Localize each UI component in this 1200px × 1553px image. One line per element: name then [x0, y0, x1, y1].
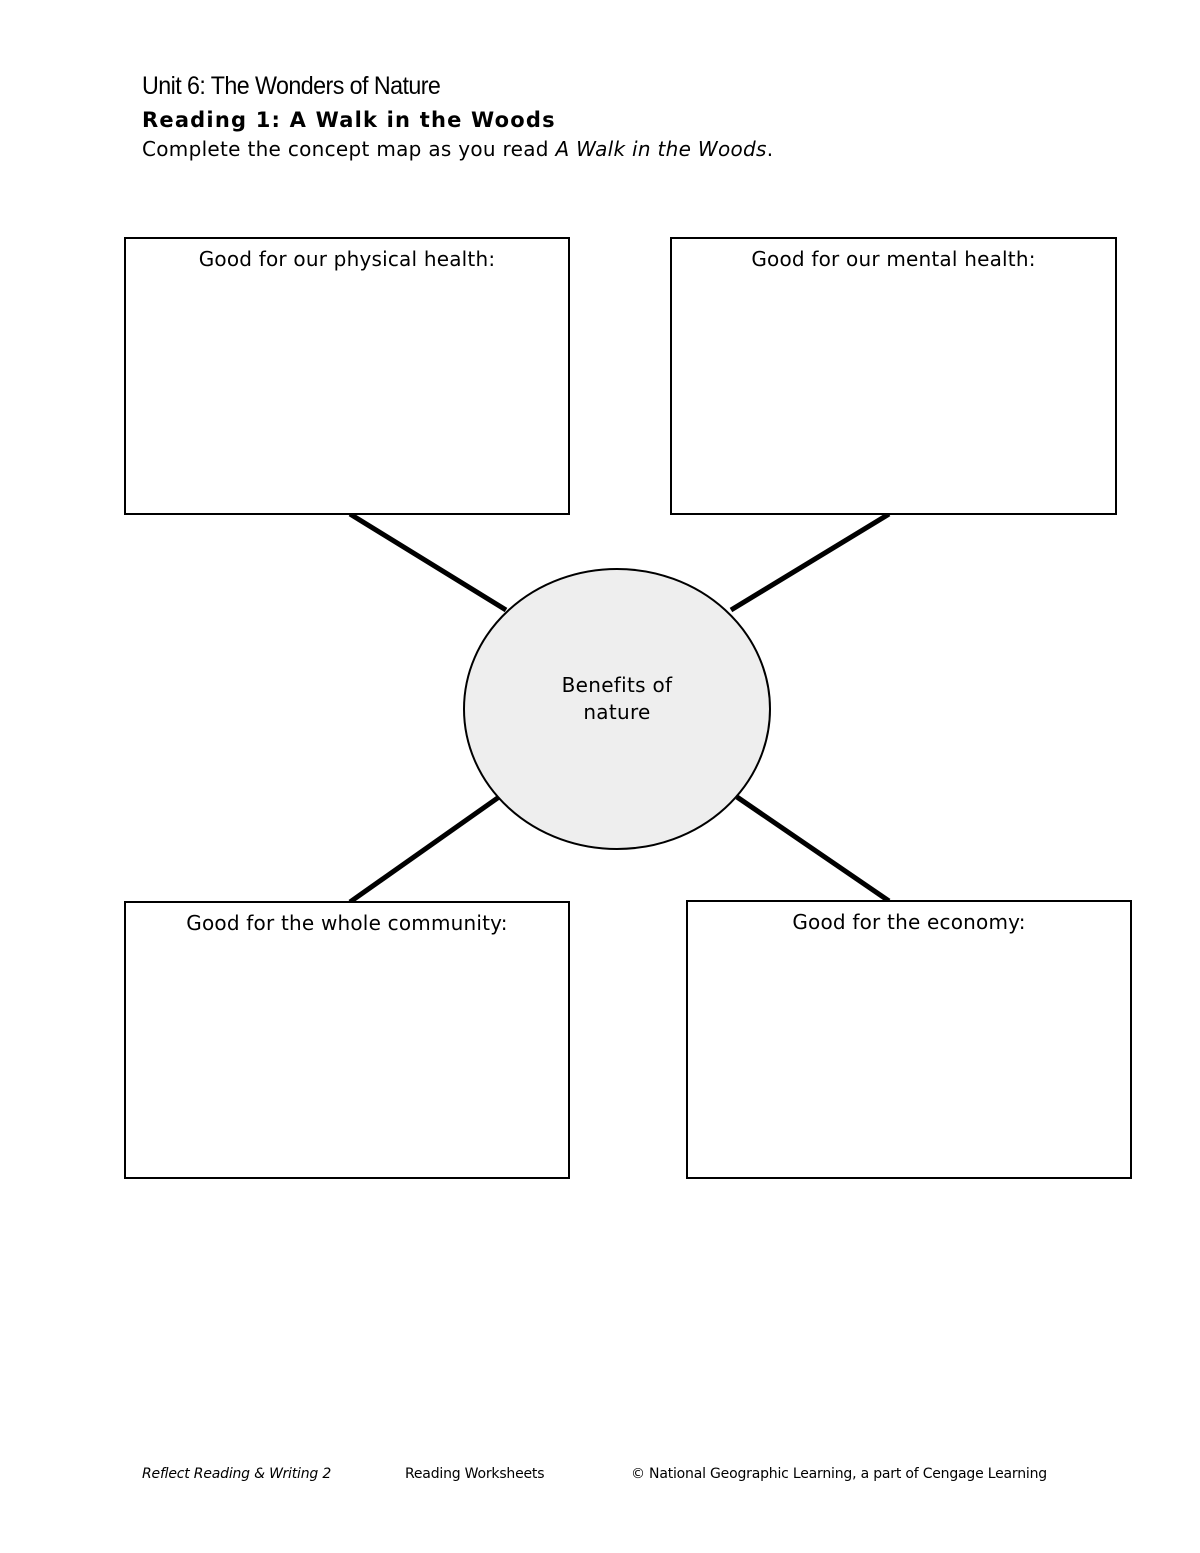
box-economy-label: Good for the economy:	[792, 910, 1026, 934]
box-mental-health-label: Good for our mental health:	[751, 247, 1036, 271]
box-whole-community[interactable]: Good for the whole community:	[124, 901, 570, 1179]
connector-economy	[735, 794, 891, 904]
center-label-line2: nature	[583, 700, 651, 724]
center-label-line1: Benefits of	[561, 673, 673, 697]
instruction-story-title: A Walk in the Woods	[555, 137, 767, 161]
footer-copyright: © National Geographic Learning, a part o…	[631, 1466, 1047, 1482]
footer-section: Reading Worksheets	[405, 1466, 545, 1482]
box-economy[interactable]: Good for the economy:	[686, 900, 1132, 1179]
footer-book-title: Reflect Reading & Writing 2	[142, 1466, 332, 1482]
unit-title: Unit 6: The Wonders of Nature	[142, 72, 441, 100]
instruction-prefix: Complete the concept map as you read	[142, 137, 556, 161]
center-circle	[463, 568, 771, 850]
box-whole-community-label: Good for the whole community:	[186, 911, 508, 935]
connector-mental	[729, 511, 891, 613]
box-physical-health[interactable]: Good for our physical health:	[124, 237, 570, 515]
connector-community	[348, 794, 501, 905]
instruction-suffix: .	[766, 137, 774, 161]
box-physical-health-label: Good for our physical health:	[198, 247, 496, 271]
connector-physical	[348, 511, 508, 613]
center-label: Benefits of nature	[517, 672, 717, 726]
instruction-text: Complete the concept map as you read A W…	[142, 137, 773, 161]
box-mental-health[interactable]: Good for our mental health:	[670, 237, 1117, 515]
reading-title: Reading 1: A Walk in the Woods	[142, 108, 556, 132]
